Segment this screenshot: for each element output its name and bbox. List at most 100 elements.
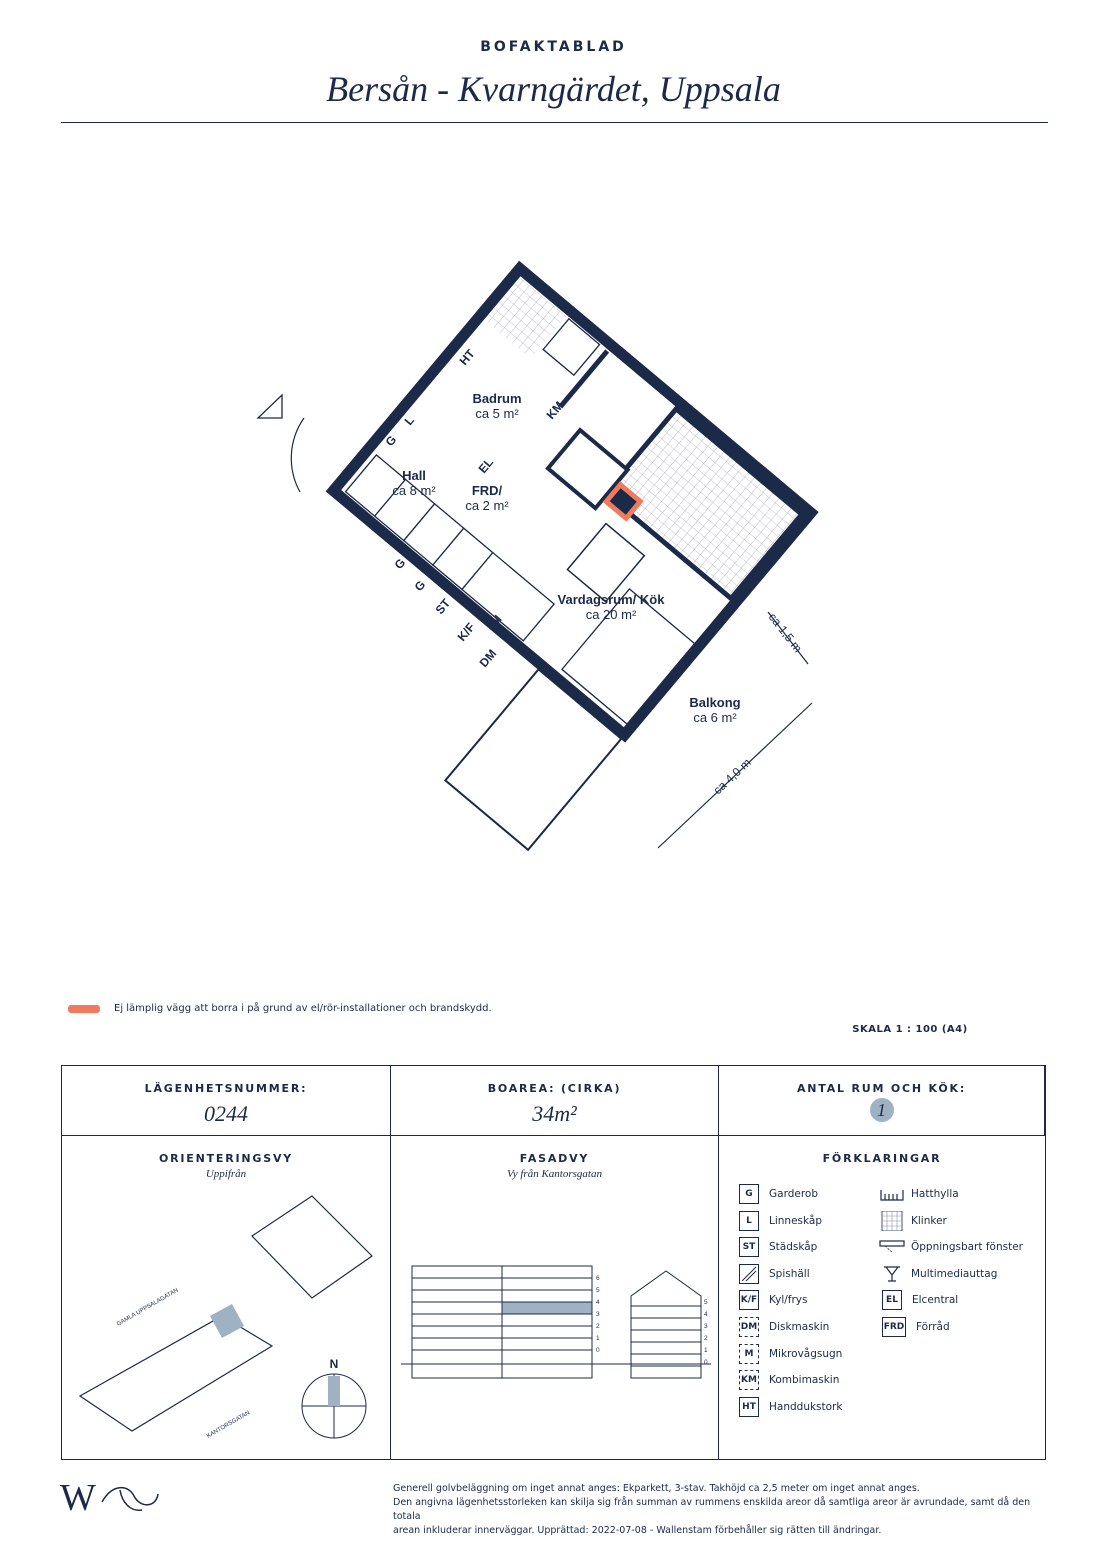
legend-item-elcentral: EL Elcentral	[882, 1290, 958, 1310]
legend-code-g: G	[739, 1184, 759, 1204]
legend-text-forrad: Förråd	[916, 1321, 950, 1333]
room-name-vardagsrum: Vardagsrum/ Kök	[558, 592, 666, 607]
living-area-cell: BOAREA: (CIRKA) 34m²	[391, 1066, 719, 1135]
facade-right-floor-1: 1	[704, 1347, 708, 1354]
apartment-outer-wall	[325, 260, 819, 743]
legend-text-diskmaskin: Diskmaskin	[769, 1321, 830, 1333]
living-area-label: BOAREA: (CIRKA)	[487, 1082, 622, 1095]
legend-item-kombimaskin: KM Kombimaskin	[739, 1370, 839, 1390]
length-dimension-label: ca 4,0 m	[710, 756, 753, 798]
facade-left-floor-3: 3	[596, 1311, 600, 1318]
facade-sub: Vy från Kantorsgatan	[507, 1168, 602, 1180]
legend-text-garderob: Garderob	[769, 1188, 819, 1200]
legend-text-elcentral: Elcentral	[912, 1294, 959, 1306]
street-label-gamla: GAMLA UPPSALAGATAN	[116, 1288, 179, 1328]
facade-drawing: 6 5 4 3 2 1 0 5 4 3 2 1 0	[401, 1265, 711, 1379]
room-area-frd: ca 2 m²	[465, 498, 509, 513]
warning-legend-text: Ej lämplig vägg att borra i på grund av …	[114, 1003, 492, 1014]
room-name-badrum: Badrum	[472, 391, 521, 406]
legend-item-diskmaskin: DM Diskmaskin	[739, 1317, 829, 1337]
company-logo: W	[60, 1472, 170, 1522]
rooms-count-cell: ANTAL RUM OCH KÖK: 1	[719, 1066, 1045, 1135]
facade-right-floor-2: 2	[704, 1335, 708, 1342]
legend-item-handdukstork: HT Handdukstork	[739, 1397, 842, 1417]
legend-label: FÖRKLARINGAR	[822, 1152, 942, 1165]
compass-north-label: N	[330, 1357, 339, 1371]
floor-plan: Badrum ca 5 m² Hall ca 8 m² FRD/ ca 2 m²…	[256, 260, 819, 852]
orientation-map: GAMLA UPPSALAGATAN KANTORSGATAN N	[78, 1195, 373, 1440]
facade-cell: FASADVY Vy från Kantorsgatan	[391, 1136, 719, 1460]
footer-line-2: Den angivna lägenhetsstorleken kan skilj…	[393, 1497, 1031, 1522]
apartment-number-value: 0244	[204, 1101, 248, 1126]
orientation-label: ORIENTERINGSVY	[158, 1152, 294, 1165]
facade-right-floor-5: 5	[704, 1299, 708, 1306]
rooms-count-label: ANTAL RUM OCH KÖK:	[796, 1082, 967, 1095]
width-dimension-line	[767, 611, 809, 665]
info-table: LÄGENHETSNUMMER: 0244 BOAREA: (CIRKA) 34…	[61, 1065, 1046, 1460]
legend-code-ht: HT	[739, 1397, 759, 1417]
warning-legend: Ej lämplig vägg att borra i på grund av …	[68, 1003, 492, 1014]
warning-swatch	[68, 1004, 100, 1013]
orientation-sub: Uppifrån	[205, 1168, 247, 1180]
facade-label: FASADVY	[519, 1152, 590, 1165]
legend-text-hatthylla: Hatthylla	[911, 1188, 959, 1200]
legend-text-kombimaskin: Kombimaskin	[769, 1374, 840, 1386]
legend-text-klinker: Klinker	[911, 1215, 947, 1227]
hall-tiles	[484, 277, 566, 359]
fixture-dm-label: DM	[477, 647, 500, 670]
facade-right-building	[630, 1270, 702, 1379]
legend-item-forrad: FRD Förråd	[882, 1317, 950, 1337]
fixture-kf-label: K/F	[455, 620, 478, 644]
storage-room-wall	[545, 427, 631, 511]
logo-letter: W	[60, 1477, 96, 1519]
building-a-outline	[78, 1315, 274, 1432]
living-area-value: 34m²	[532, 1101, 577, 1126]
footer-line-3: arean inkluderar innerväggar. Upprättad:…	[393, 1525, 882, 1536]
bathroom-area	[601, 405, 806, 603]
legend-text-spishall: Spishäll	[769, 1268, 810, 1280]
media-outlet-icon	[884, 1266, 900, 1282]
scale-label: SKALA 1 : 100 (A4)	[852, 1024, 968, 1035]
legend-item-linneskap: L Linneskåp	[739, 1211, 822, 1231]
facade-right-floor-0: 0	[704, 1359, 708, 1366]
legend-text-fonster: Öppningsbart fönster	[911, 1241, 1023, 1253]
legend-item-garderob: G Garderob	[739, 1184, 818, 1204]
orientation-cell: ORIENTERINGSVY Uppifrån GAMLA UPPSALAGAT…	[62, 1136, 391, 1460]
legend-cell: FÖRKLARINGAR G Garderob L Linneskåp ST S…	[719, 1136, 1045, 1460]
legend-code-frd: FRD	[882, 1317, 906, 1337]
legend-text-mikrovagsugn: Mikrovågsugn	[769, 1348, 843, 1360]
facade-right-floor-3: 3	[704, 1323, 708, 1330]
page-title: Bersån - Kvarngärdet, Uppsala	[326, 69, 781, 109]
facade-left-floor-5: 5	[596, 1287, 600, 1294]
legend-item-hatthylla: Hatthylla	[879, 1184, 959, 1204]
legend-code-m: M	[739, 1344, 759, 1364]
legend-code-dm: DM	[739, 1317, 759, 1337]
spishall-icon	[739, 1264, 759, 1284]
entrance-marker-icon	[256, 393, 283, 419]
facade-left-floor-0: 0	[596, 1347, 600, 1354]
apartment-location-marker	[210, 1304, 244, 1338]
facade-highlight-floor	[501, 1301, 593, 1315]
rooms-count-badge: 1	[869, 1098, 894, 1122]
facade-right-floor-4: 4	[704, 1311, 708, 1318]
legend-text-stadskap: Städskåp	[769, 1241, 818, 1253]
room-area-hall: ca 8 m²	[392, 483, 436, 498]
legend-text-linneskap: Linneskåp	[769, 1215, 823, 1227]
legend-item-spishall: Spishäll	[739, 1264, 810, 1284]
room-area-badrum: ca 5 m²	[475, 406, 519, 421]
legend-item-stadskap: ST Städskåp	[739, 1237, 817, 1257]
width-dimension-label: ca 1,5 m	[766, 610, 805, 655]
header-divider	[61, 122, 1048, 123]
document-kicker: BOFAKTABLAD	[480, 39, 627, 55]
facade-left-floor-4: 4	[596, 1299, 600, 1306]
legend-item-multimedia: Multimediauttag	[879, 1264, 997, 1284]
legend-code-el: EL	[882, 1290, 902, 1310]
legend-code-kf: K/F	[739, 1290, 759, 1310]
street-label-kantorsgatan: KANTORSGATAN	[206, 1410, 251, 1440]
legend-code-km: KM	[739, 1370, 759, 1390]
compass-icon: N	[301, 1357, 367, 1439]
hatshelf-icon	[880, 1190, 904, 1201]
legend-item-mikrovagsugn: M Mikrovågsugn	[739, 1344, 842, 1364]
footer-note: Generell golvbeläggning om inget annat a…	[393, 1482, 1053, 1538]
room-area-balkong: ca 6 m²	[693, 710, 737, 725]
